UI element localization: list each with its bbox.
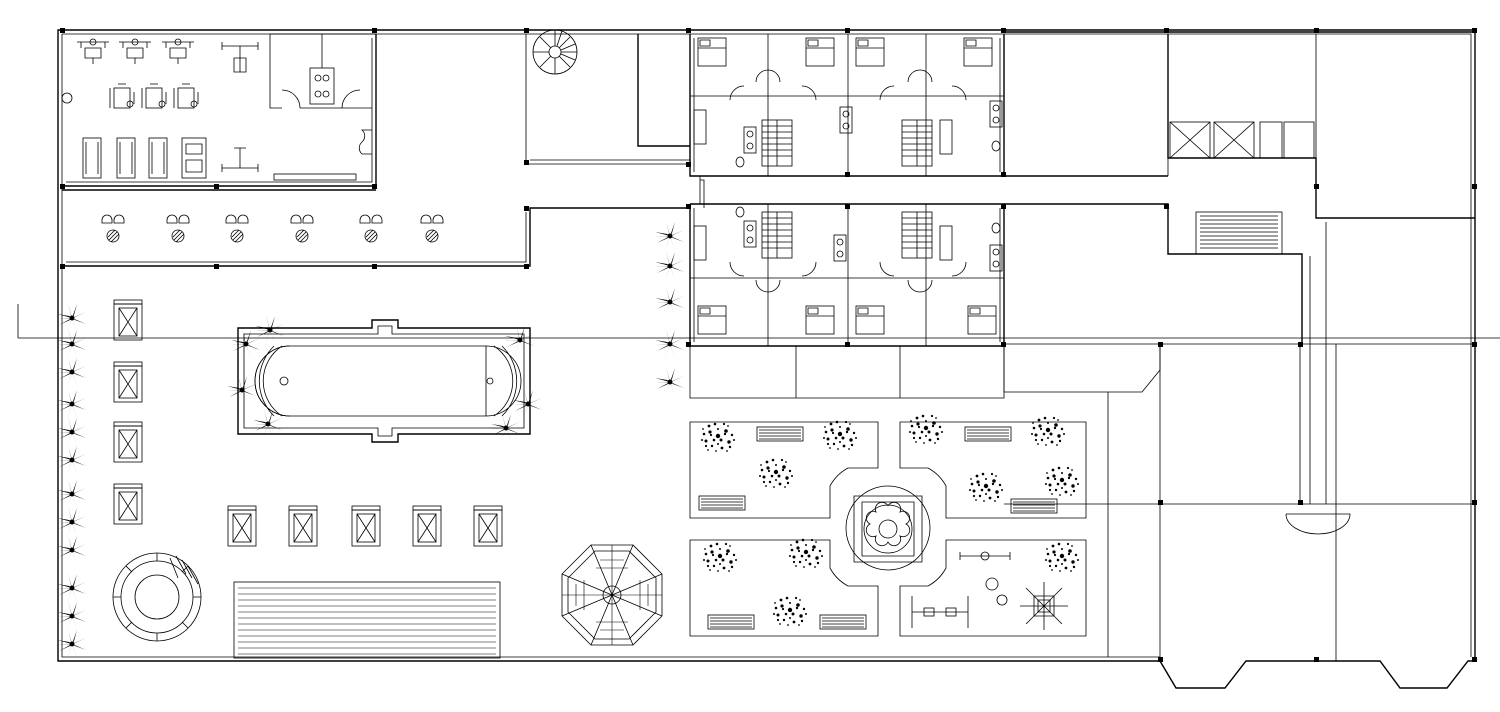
guest-rooms <box>637 34 1005 347</box>
main-stair-icon <box>1195 211 1283 255</box>
fountain-icon <box>845 485 931 571</box>
spiral-staircase-icon <box>532 29 578 75</box>
jacuzzi-icon <box>112 552 202 642</box>
bathroom-fixtures <box>693 100 1003 272</box>
room-doors <box>729 69 967 293</box>
structural-columns <box>60 28 1477 662</box>
timber-deck <box>233 581 501 659</box>
bed-icon <box>697 37 997 335</box>
elevator-icon <box>1169 121 1315 159</box>
sun-lounger-icon <box>113 299 503 547</box>
palm-tree-icon <box>57 221 685 658</box>
outer-wall <box>17 29 1500 689</box>
swimming-pool-icon <box>237 319 531 443</box>
bar-stool-icon <box>101 214 444 243</box>
east-wing <box>1003 31 1476 661</box>
gym-equipment-icon <box>77 38 259 179</box>
garden-beds <box>689 421 1087 637</box>
front-shops <box>689 346 1005 399</box>
playground-icon <box>911 551 1068 630</box>
gym-room <box>61 33 377 187</box>
octagonal-gazebo-icon <box>561 544 663 646</box>
stair-icon <box>761 119 933 259</box>
bar-area <box>62 34 690 267</box>
